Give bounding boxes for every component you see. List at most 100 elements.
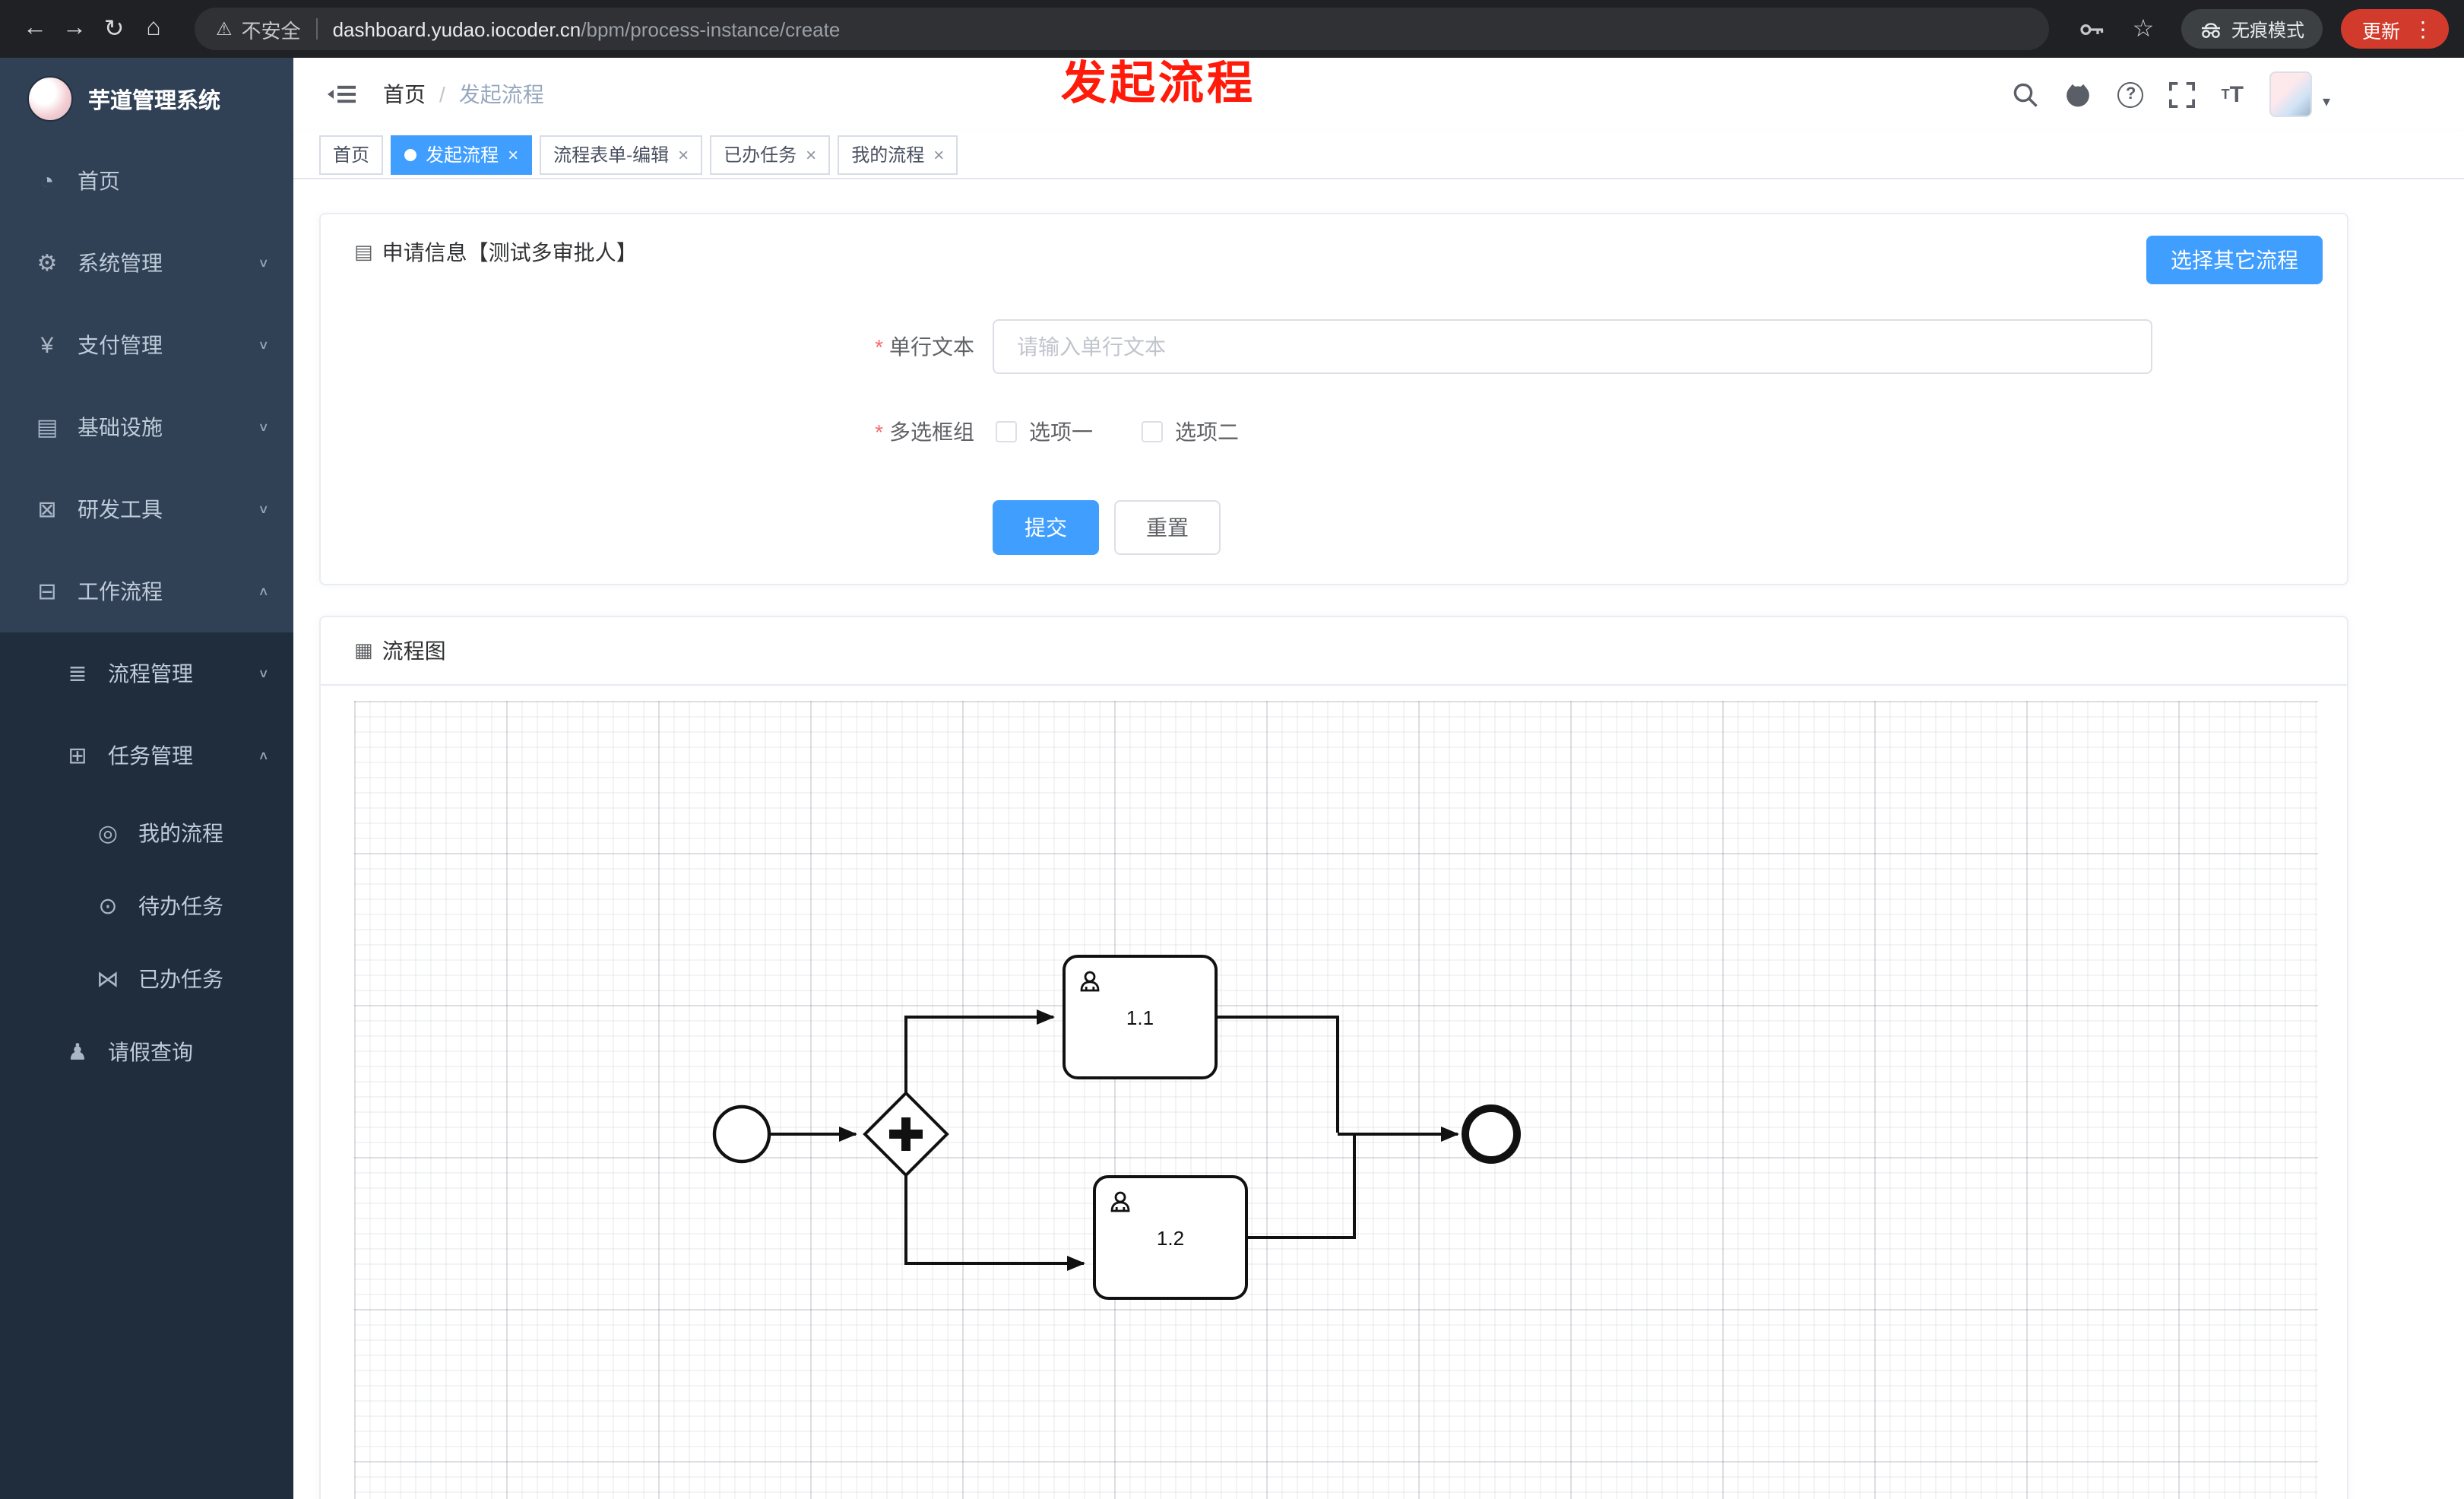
- collapse-sidebar-icon[interactable]: [327, 82, 356, 106]
- gear-icon: ⚙: [36, 251, 58, 277]
- bpmn-canvas[interactable]: 1.1 1.2: [354, 701, 2318, 1499]
- select-other-process-button[interactable]: 选择其它流程: [2146, 236, 2323, 284]
- sidebar-item-todo-tasks[interactable]: ⊙ 待办任务: [0, 870, 293, 943]
- search-icon[interactable]: [2013, 81, 2039, 107]
- sidebar-item-label: 系统管理: [78, 251, 163, 275]
- avatar[interactable]: [2269, 71, 2312, 117]
- field-label-text: 单行文本: [889, 334, 974, 359]
- bookmark-star-icon[interactable]: ☆: [2132, 17, 2155, 43]
- tab-start-process[interactable]: 发起流程 ×: [391, 135, 533, 174]
- tab-home[interactable]: 首页: [319, 135, 384, 174]
- address-bar[interactable]: ⚠ 不安全 dashboard.yudao.iocoder.cn /bpm/pr…: [195, 8, 2049, 50]
- key-icon[interactable]: [2079, 16, 2105, 42]
- forward-icon[interactable]: →: [62, 15, 87, 41]
- bpmn-task1-label: 1.1: [1126, 1006, 1154, 1029]
- done-icon: ⋈: [97, 967, 119, 993]
- fullscreen-icon[interactable]: [2169, 81, 2196, 107]
- close-icon[interactable]: ×: [678, 144, 689, 165]
- workflow-icon: ⊟: [37, 579, 57, 605]
- home-icon[interactable]: ⌂: [146, 15, 161, 41]
- sidebar-item-done-tasks[interactable]: ⋈ 已办任务: [0, 943, 293, 1016]
- checkbox-option1[interactable]: [996, 421, 1017, 442]
- bpmn-start-event[interactable]: [712, 1104, 771, 1164]
- infrastructure-icon: ▤: [36, 415, 59, 441]
- sidebar-item-my-process[interactable]: ◎ 我的流程: [0, 797, 293, 870]
- question-mark: ?: [2117, 81, 2144, 107]
- close-icon[interactable]: ×: [508, 144, 519, 165]
- help-icon[interactable]: ?: [2117, 81, 2144, 107]
- sidebar-item-payment[interactable]: ¥ 支付管理 ∨: [0, 304, 293, 386]
- update-button[interactable]: 更新 ⋮: [2340, 9, 2449, 49]
- chevron-down-icon: ∨: [258, 420, 269, 434]
- refresh-icon[interactable]: ↻: [103, 17, 125, 43]
- sidebar-item-process-management[interactable]: ≣ 流程管理 ∨: [0, 632, 293, 715]
- field-label: *多选框组: [321, 417, 974, 447]
- sidebar-item-leave-query[interactable]: ♟ 请假查询: [0, 1016, 293, 1089]
- sidebar-item-label: 已办任务: [138, 967, 223, 991]
- sidebar-item-infrastructure[interactable]: ▤ 基础设施 ∨: [0, 386, 293, 468]
- bpmn-flow-gateway-task2: [904, 1175, 1085, 1271]
- sidebar-item-label: 研发工具: [78, 497, 163, 521]
- checkbox-option2[interactable]: [1142, 421, 1163, 442]
- incognito-badge: 无痕模式: [2181, 9, 2323, 49]
- sidebar-item-label: 基础设施: [78, 415, 163, 439]
- warning-icon: ⚠: [216, 18, 233, 40]
- tags-bar: 首页 发起流程 × 流程表单-编辑 × 已办任务 × 我的流程 ×: [293, 131, 2464, 179]
- checkbox-option2-label[interactable]: 选项二: [1175, 420, 1239, 444]
- sidebar-item-task-management[interactable]: ⊞ 任务管理 ∧: [0, 715, 293, 797]
- tab-my-process[interactable]: 我的流程 ×: [838, 135, 958, 174]
- tab-label: 首页: [333, 144, 370, 166]
- sidebar-item-label: 待办任务: [138, 894, 223, 918]
- caret-down-icon[interactable]: ▾: [2322, 94, 2330, 111]
- checkbox-group-row: *多选框组 选项一 选项二: [321, 409, 2347, 455]
- task-icon: ⊞: [68, 743, 87, 769]
- sidebar-item-system[interactable]: ⚙ 系统管理 ∨: [0, 222, 293, 304]
- sidebar-item-workflow[interactable]: ⊟ 工作流程 ∧: [0, 550, 293, 632]
- security-label[interactable]: 不安全: [241, 19, 301, 42]
- close-icon[interactable]: ×: [933, 144, 945, 165]
- url-host: dashboard.yudao.iocoder.cn: [332, 17, 581, 40]
- sidebar-item-label: 流程管理: [108, 661, 193, 686]
- close-icon[interactable]: ×: [806, 144, 817, 165]
- back-icon[interactable]: ←: [23, 15, 47, 41]
- bpmn-flow-task2-join: [1246, 1136, 1356, 1239]
- submit-button[interactable]: 提交: [993, 500, 1099, 555]
- my-process-icon: ◎: [97, 821, 119, 847]
- single-line-text-row: *单行文本: [321, 319, 2347, 374]
- tab-label: 已办任务: [724, 144, 797, 166]
- divider: [315, 18, 318, 40]
- breadcrumb: 首页 / 发起流程: [383, 79, 544, 109]
- bpmn-end-event[interactable]: [1462, 1104, 1521, 1164]
- sidebar-item-label: 工作流程: [78, 579, 163, 604]
- process-diagram-card: ▦ 流程图: [319, 616, 2348, 1499]
- reset-button[interactable]: 重置: [1114, 500, 1221, 555]
- checkbox-option1-label[interactable]: 选项一: [1029, 420, 1093, 444]
- logo[interactable]: 芋道管理系统: [0, 58, 293, 140]
- breadcrumb-home[interactable]: 首页: [383, 82, 426, 106]
- devtools-icon: ⊠: [37, 497, 57, 523]
- sidebar-item-label: 我的流程: [138, 821, 223, 845]
- sidebar-item-label: 请假查询: [108, 1040, 193, 1064]
- tab-form-edit[interactable]: 流程表单-编辑 ×: [540, 135, 703, 174]
- process-icon: ≣: [68, 661, 87, 687]
- sidebar-item-devtools[interactable]: ⊠ 研发工具 ∨: [0, 468, 293, 550]
- single-line-text-input[interactable]: [993, 319, 2152, 374]
- breadcrumb-current: 发起流程: [458, 82, 544, 106]
- user-task-icon: [1110, 1191, 1130, 1212]
- bpmn-flow-gateway-task1: [904, 1009, 1055, 1093]
- sidebar-item-home[interactable]: ◔ 首页: [0, 140, 293, 222]
- incognito-label: 无痕模式: [2231, 19, 2304, 40]
- sidebar-item-label: 支付管理: [78, 333, 163, 357]
- github-icon[interactable]: [2065, 81, 2092, 107]
- payment-icon: ¥: [40, 332, 54, 358]
- main-content: ▤ 申请信息【测试多审批人】 选择其它流程 *单行文本 *多选框组 选项一 选项…: [293, 179, 2464, 1499]
- browser-menu-icon[interactable]: ⋮: [2412, 16, 2434, 40]
- sidebar-item-label: 首页: [78, 169, 120, 193]
- chevron-down-icon: ∨: [258, 667, 269, 680]
- annotation-overlay: 发起流程: [1061, 59, 1256, 109]
- tab-done-tasks[interactable]: 已办任务 ×: [710, 135, 831, 174]
- dashboard-icon: ◔: [40, 168, 55, 194]
